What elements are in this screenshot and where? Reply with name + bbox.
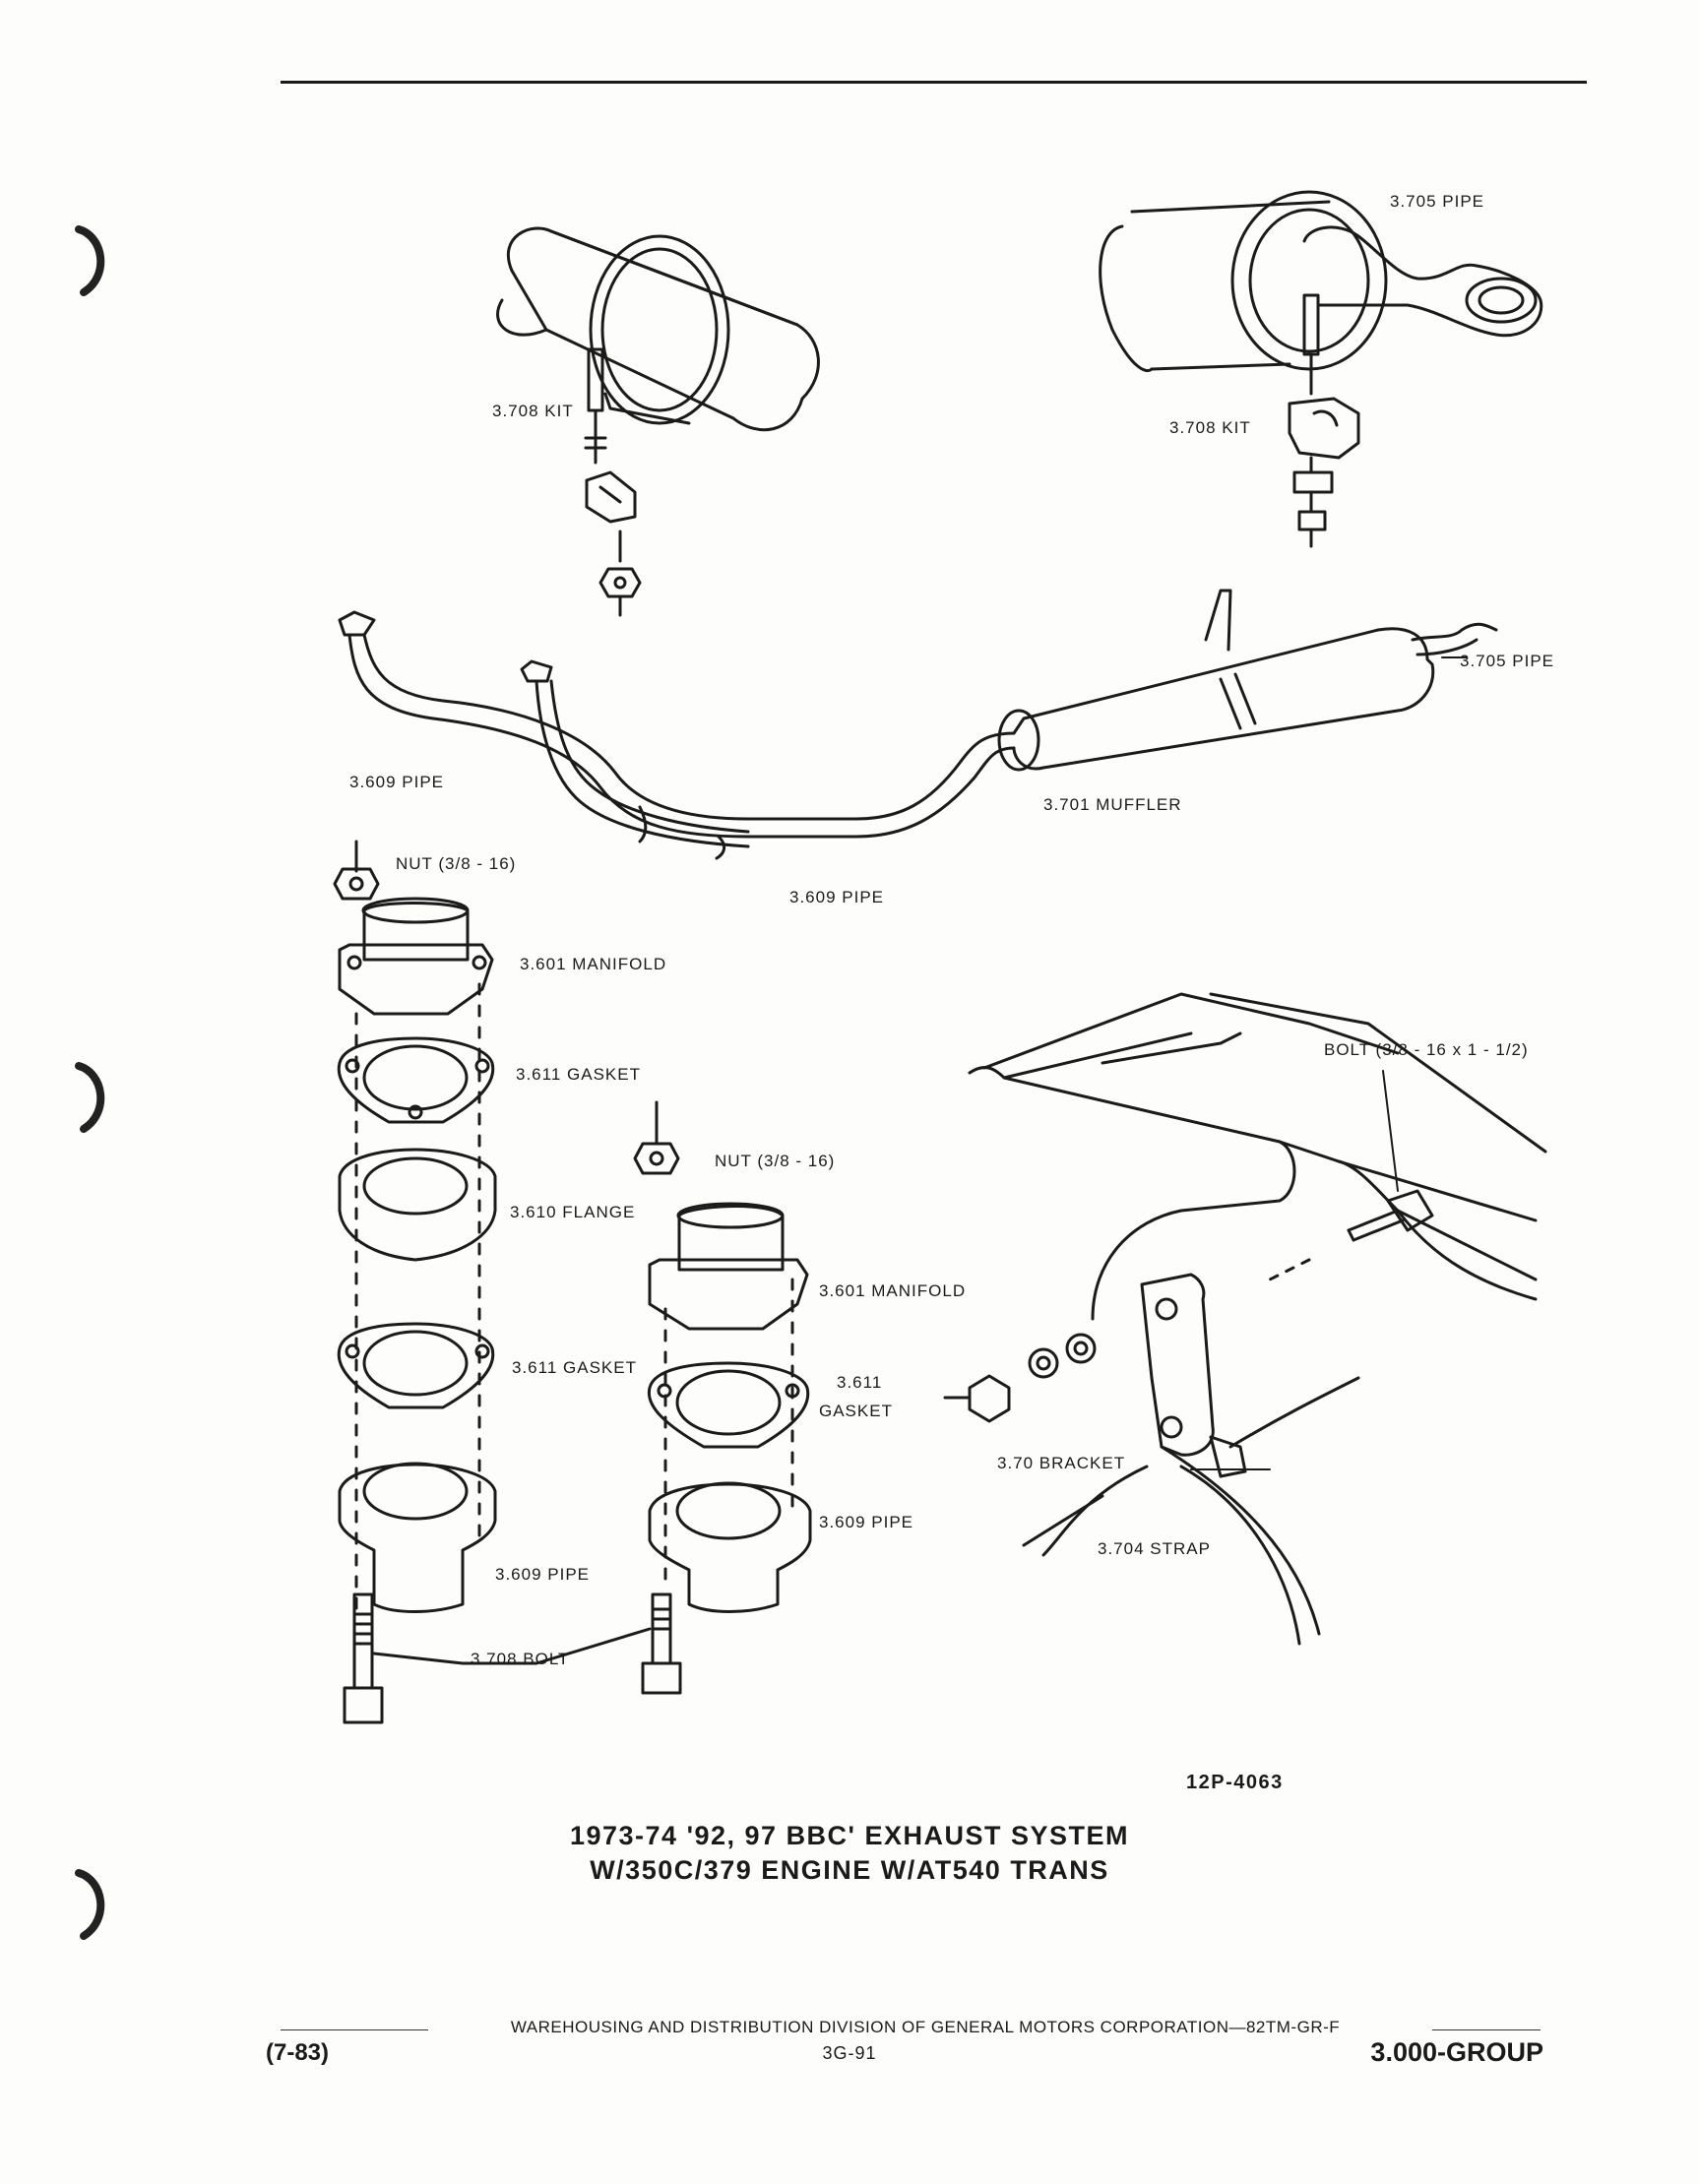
label-bolt-bracket: BOLT (3/8 - 16 x 1 - 1/2) xyxy=(1324,1040,1529,1059)
label-muffler: 3.701 MUFFLER xyxy=(1043,795,1182,814)
binder-hole-middle xyxy=(75,1062,105,1133)
footer-date: (7-83) xyxy=(266,2039,330,2066)
label-pipe-left-bottom: 3.609 PIPE xyxy=(495,1565,591,1584)
bracket-strap-detail xyxy=(943,992,1547,1646)
footer-division: WAREHOUSING AND DISTRIBUTION DIVISION OF… xyxy=(510,2018,1341,2036)
exhaust-pipe-assembly xyxy=(338,589,1498,860)
label-bracket: 3.70 BRACKET xyxy=(997,1454,1126,1472)
top-rule xyxy=(281,81,1587,84)
clamp-kit-detail-left xyxy=(496,226,820,617)
footer-rule-right xyxy=(1432,2029,1541,2030)
label-pipe-tailpipe: 3.705 PIPE xyxy=(1460,652,1555,670)
label-nut-center: NUT (3/8 - 16) xyxy=(715,1152,836,1170)
label-gasket-left-2: 3.611 GASKET xyxy=(512,1358,637,1377)
label-manifold-center: 3.601 MANIFOLD xyxy=(819,1281,967,1300)
label-manifold-left: 3.601 MANIFOLD xyxy=(520,955,667,973)
figure-id: 12P-4063 xyxy=(1186,1772,1284,1793)
label-strap: 3.704 STRAP xyxy=(1098,1539,1211,1558)
label-pipe-609-upper: 3.609 PIPE xyxy=(349,773,445,791)
label-nut-left: NUT (3/8 - 16) xyxy=(396,854,517,873)
footer-rule-left xyxy=(281,2029,428,2030)
label-gasket-center-number: 3.611 xyxy=(837,1373,883,1392)
leader-lines xyxy=(1190,656,1468,1470)
label-pipe-top-right: 3.705 PIPE xyxy=(1390,192,1485,211)
center-flange-stack xyxy=(372,1100,812,1695)
label-flange: 3.610 FLANGE xyxy=(510,1203,636,1221)
label-bolt-708: 3.708 BOLT xyxy=(471,1650,570,1668)
footer-page-number: 3G-91 xyxy=(822,2043,877,2063)
binder-hole-top xyxy=(75,225,105,296)
clamp-kit-detail-right xyxy=(1099,190,1543,548)
caption-line-1: 1973-74 '92, 97 BBC' EXHAUST SYSTEM xyxy=(569,1821,1130,1850)
binder-hole-bottom xyxy=(75,1869,105,1940)
footer-group: 3.000-GROUP xyxy=(1370,2037,1543,2067)
label-pipe-center-bottom: 3.609 PIPE xyxy=(819,1513,914,1531)
label-pipe-609-mid: 3.609 PIPE xyxy=(789,888,885,906)
left-flange-stack xyxy=(333,840,497,1724)
label-kit-right: 3.708 KIT xyxy=(1169,418,1251,437)
label-gasket-center-word: GASKET xyxy=(819,1402,893,1420)
label-kit-left: 3.708 KIT xyxy=(492,402,574,420)
label-gasket-left-1: 3.611 GASKET xyxy=(516,1065,641,1084)
caption-line-2: W/350C/379 ENGINE W/AT540 TRANS xyxy=(590,1855,1109,1885)
